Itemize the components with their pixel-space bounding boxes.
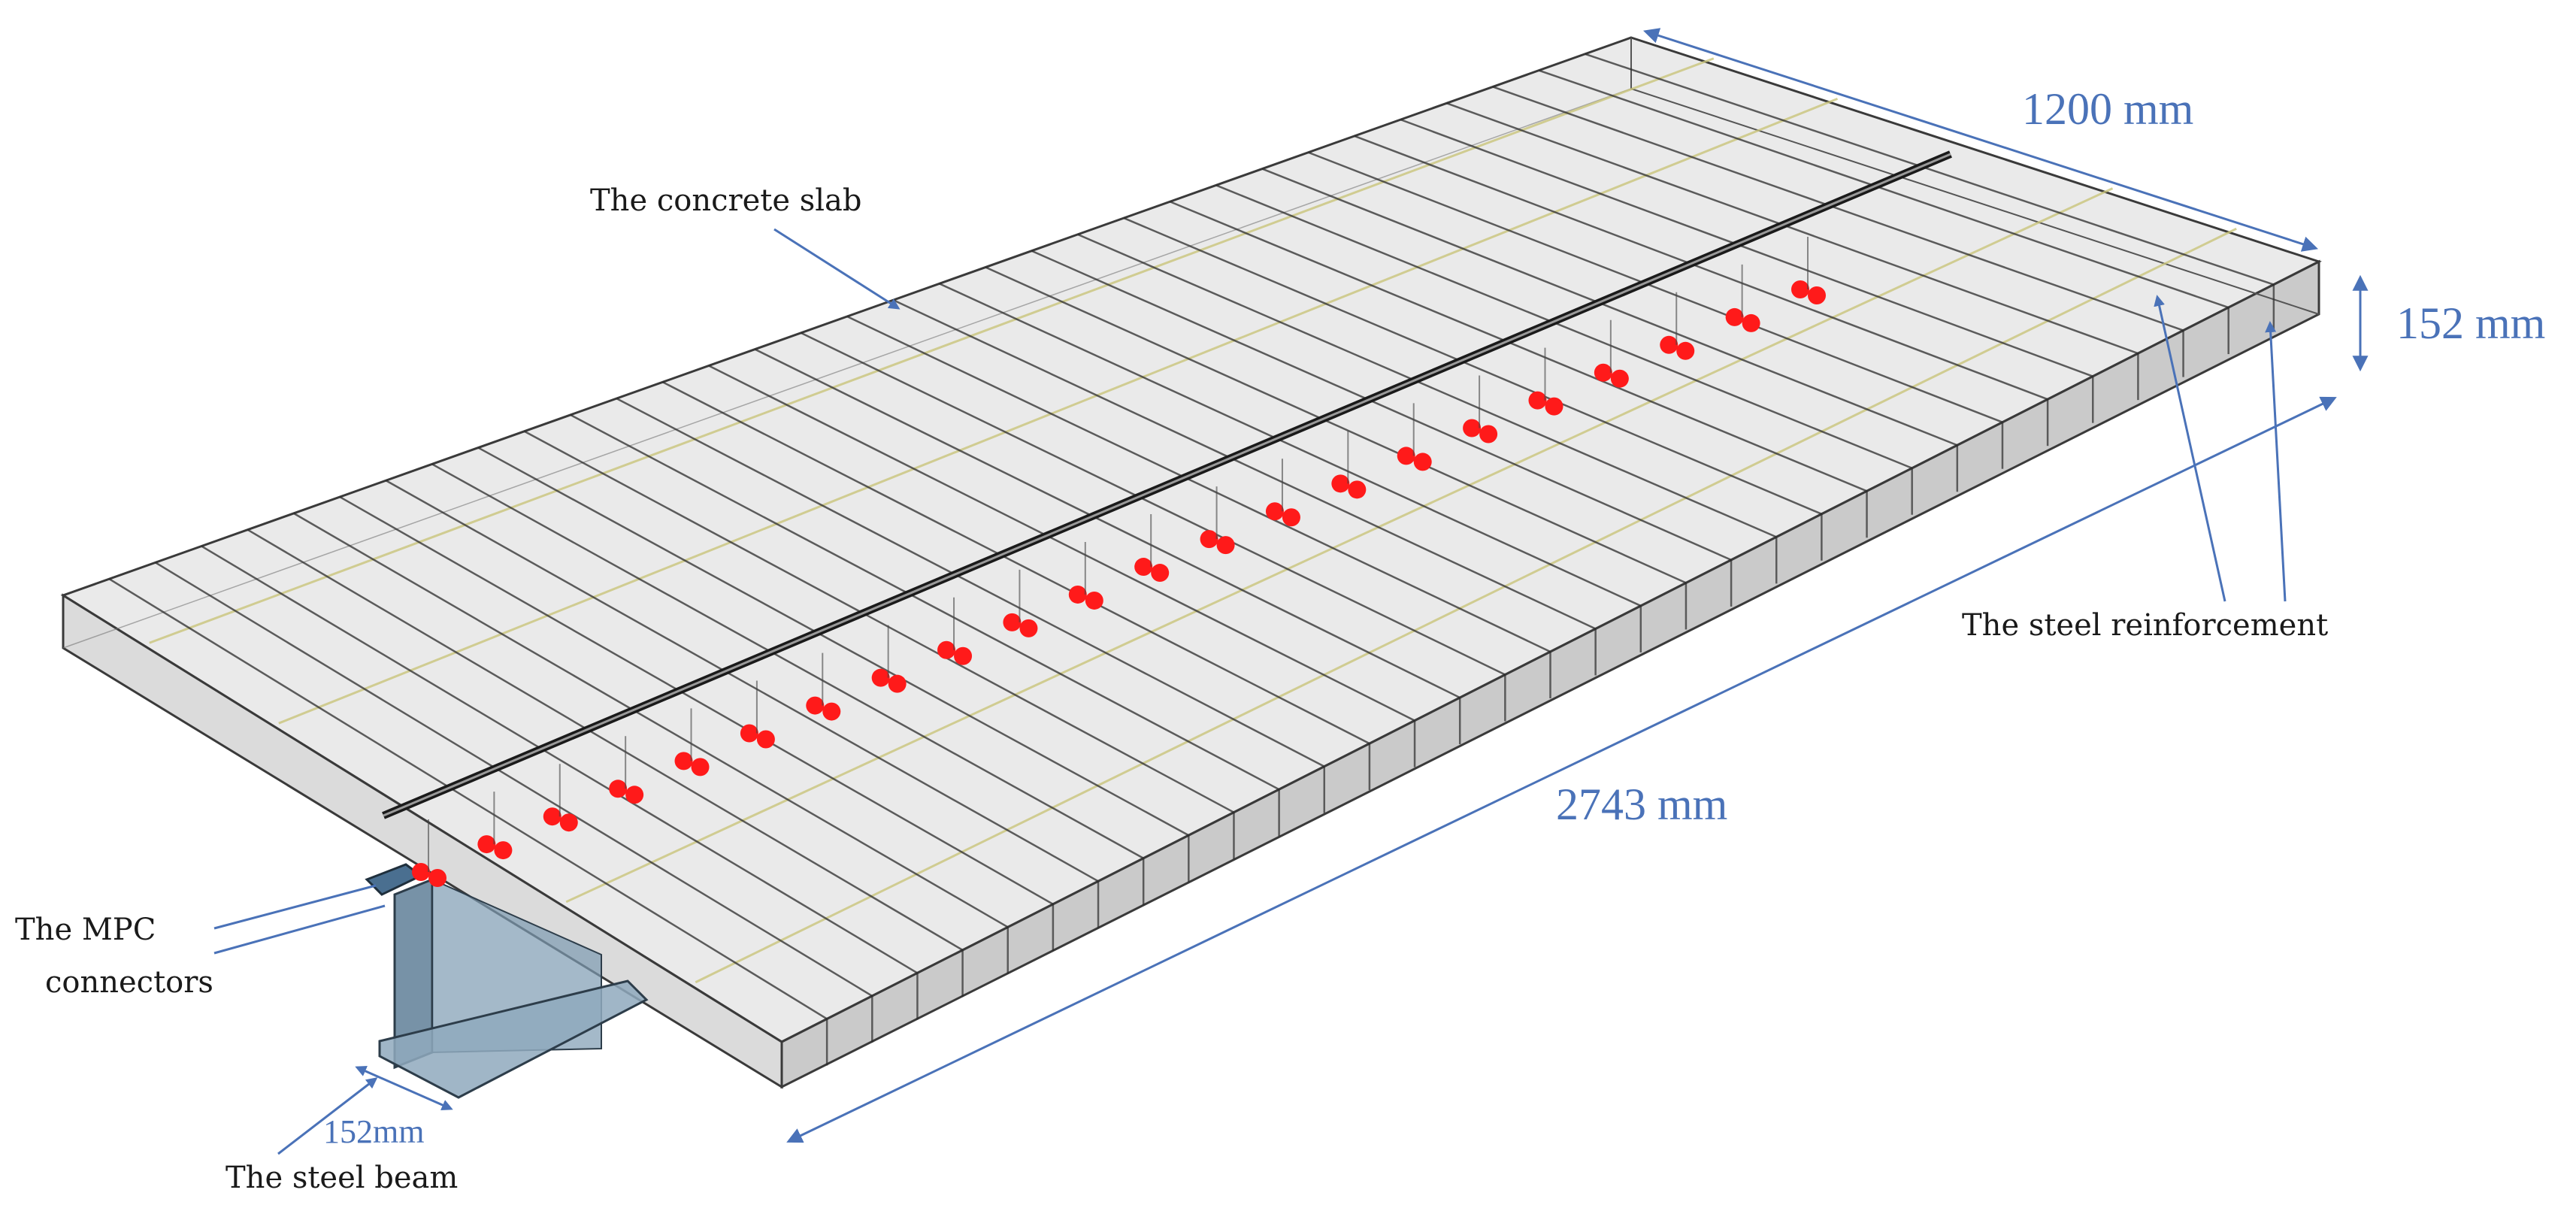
rebar-bar [149,57,1715,644]
mpc-connector-dot [937,640,956,659]
mpc-connector-dot [1791,280,1809,298]
mpc-connector-dot [494,841,513,860]
dimension-width-arrow [1643,28,2318,252]
mpc-connector-dot [428,869,446,887]
mpc-label-line1: The MPC [15,913,156,947]
callout-mpc-connectors: The MPC connectors [15,884,386,1000]
steel-reinforcement-label: The steel reinforcement [1962,608,2328,643]
mpc-connector-dot [1003,613,1022,631]
mpc-connector-dot [1068,585,1087,604]
mpc-connector-dot [756,730,775,749]
mpc-connector-dot [822,702,841,721]
dimension-length: 2743 mm [786,396,2337,1143]
mpc-connector-dot [871,668,890,687]
mpc-connector-dot [1610,369,1629,388]
mpc-connector-dot [888,674,907,693]
mpc-connector-dot [1528,391,1547,410]
dimension-flange-label: 152mm [323,1113,424,1150]
mpc-connector-dot [1134,558,1153,577]
slab-rib [1354,135,2048,401]
mpc-connector-dot [477,835,496,854]
mpc-connector-dot [1200,530,1218,549]
dimension-width-label: 1200 mm [2022,84,2193,134]
callout-concrete-slab: The concrete slab [590,183,901,310]
mpc-leader-2 [213,904,386,955]
dimension-thickness: 152 mm [2352,274,2545,372]
callout-steel-reinforcement: The steel reinforcement [1962,295,2328,643]
dimension-thickness-label: 152 mm [2396,298,2545,348]
dimension-flange-arrow [355,1065,453,1111]
slab-rib [1308,151,2003,423]
dimension-width: 1200 mm [1643,28,2318,252]
mpc-connector-dot [1808,286,1826,304]
mpc-connector-dot [559,813,578,832]
mpc-connector-dot [1019,619,1038,637]
mpc-connector-dot [1725,307,1744,326]
mpc-connector-dot [1282,508,1300,527]
mpc-connector-dot [674,752,693,770]
mpc-connector-dot [1742,313,1760,332]
mpc-connector-dot [1151,564,1170,583]
mpc-connector-dot [740,724,758,743]
mpc-connector-dot [1660,335,1678,354]
mpc-connector-dot [1331,474,1350,493]
mpc-connector-dot [1463,419,1482,437]
dimension-length-arrow [786,396,2337,1143]
mpc-connector-dot [1265,502,1284,521]
slab-left-edge [62,88,1632,649]
slab-rib [108,578,828,1020]
steel-beam-label: The steel beam [226,1161,458,1195]
mpc-connector-dot [1479,425,1498,444]
concrete-slab-label: The concrete slab [590,183,862,218]
callout-steel-beam: The steel beam [226,1077,458,1195]
mpc-connector-dot [1676,341,1695,360]
mpc-connector-dot [412,863,430,881]
dimension-flange: 152mm [323,1065,453,1150]
steel-beam-leader [277,1077,378,1155]
steel-reinforcement-leader-2 [2265,321,2287,602]
mpc-leader-1 [213,884,377,930]
mpc-connector-dot [1397,447,1415,465]
mpc-connector-dot [625,786,644,804]
mpc-connector-dot [609,780,628,798]
mpc-label-line2: connectors [45,965,213,1000]
mpc-connector-dot [1413,453,1432,471]
mpc-connector-dot [691,758,710,777]
mpc-connector-dot [954,646,973,665]
concrete-slab-leader [773,228,901,310]
slab-rib [155,562,873,998]
mpc-connector-dot [1348,480,1367,499]
mpc-connector-dot [1216,536,1235,555]
mpc-connector-dot [806,696,825,715]
mpc-connector-dot [1545,397,1563,416]
steel-reinforcement-leader-1 [2154,295,2226,602]
dimension-length-label: 2743 mm [1556,780,1727,829]
mpc-connector-dot [1085,591,1103,610]
mpc-connector-dot [1594,363,1612,382]
mpc-connector-dot [543,807,562,826]
